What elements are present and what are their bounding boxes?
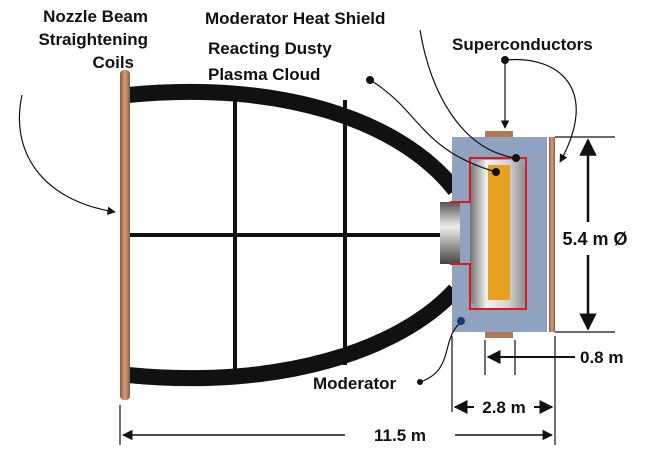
superconductor-ring: [549, 137, 555, 332]
superconductor-top: [485, 131, 513, 137]
nozzle-upper-rail: [127, 83, 462, 195]
leader-lines: [18, 29, 577, 383]
plasma-label-line1: Reacting Dusty: [208, 39, 332, 58]
moderator-label-dot: [417, 379, 423, 385]
moderator-dot: [457, 317, 465, 325]
nozzle-lower-rail: [127, 284, 461, 387]
plasma-dot-end: [492, 168, 500, 176]
coil-width-label: 0.8 m: [580, 348, 623, 367]
superconductor-bottom: [485, 332, 513, 338]
plasma-dot: [366, 76, 374, 84]
superconductors-label: Superconductors: [452, 35, 593, 54]
plasma-label-line2: Plasma Cloud: [208, 65, 320, 84]
heat-shield-label: Moderator Heat Shield: [205, 9, 385, 28]
heat-shield-dot: [512, 154, 520, 162]
nozzle-label-line2: Straightening: [38, 30, 148, 49]
total-length-label: 11.5 m: [374, 426, 426, 445]
nozzle-label-line1: Nozzle Beam: [43, 7, 148, 26]
plasma-cloud: [488, 165, 510, 300]
chamber-length-label: 2.8 m: [482, 398, 525, 417]
throat: [440, 202, 460, 264]
nozzle-coil: [120, 70, 130, 400]
dimension-lines: [119, 136, 615, 445]
nozzle: [127, 83, 462, 387]
heat-shield: [450, 157, 527, 310]
nozzle-label-line3: Coils: [92, 53, 134, 72]
superconductor-dot: [501, 56, 509, 64]
moderator-label: Moderator: [313, 374, 397, 393]
diameter-label: 5.4 m Ø: [562, 229, 627, 249]
